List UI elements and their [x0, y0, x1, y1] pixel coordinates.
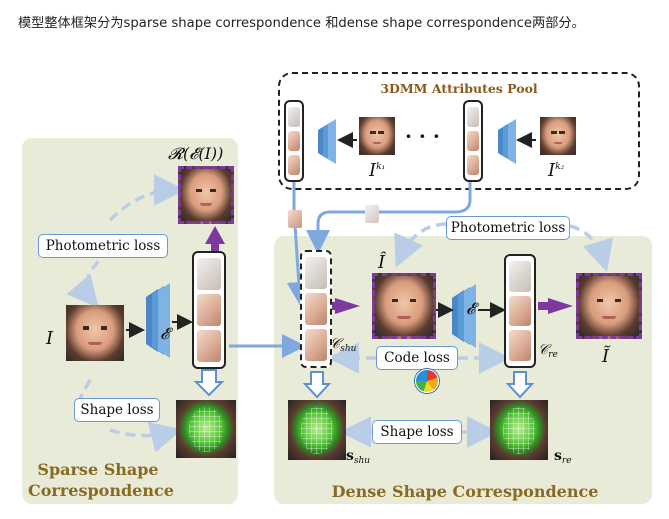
s-re-mesh — [490, 400, 548, 460]
pool-encoder-1-icon — [318, 119, 336, 164]
sparse-photometric-loss: Photometric loss — [38, 234, 168, 258]
c-re-label: 𝒞re — [538, 342, 558, 360]
i-hat-label: Î — [378, 252, 386, 273]
recon-code-stack — [504, 254, 536, 368]
shuffled-code-stack — [300, 250, 332, 368]
transit-thumb-2 — [365, 205, 379, 223]
s-re-label: sre — [554, 448, 572, 466]
s-shu-label: sshu — [346, 448, 371, 466]
pool-dots: · · · — [405, 124, 440, 148]
dense-title: Dense Shape Correspondence — [331, 482, 599, 501]
c-shu-label: 𝒞shu — [330, 336, 357, 354]
sparse-encoder-icon — [146, 283, 170, 358]
i-tilde-face — [576, 273, 642, 339]
dense-left-down-arrow-icon — [302, 371, 332, 399]
dense-encoder-icon — [452, 284, 476, 348]
pool-face-1 — [359, 117, 395, 155]
pool-stack-2 — [463, 100, 483, 182]
i-hat-face — [372, 273, 436, 339]
dense-photometric-loss: Photometric loss — [446, 216, 570, 240]
sparse-encoder-label: 𝓔 — [160, 324, 170, 343]
color-wheel-icon — [415, 369, 439, 393]
figure-caption: 模型整体框架分为sparse shape correspondence 和den… — [18, 16, 585, 31]
dense-shape-loss: Shape loss — [372, 420, 462, 444]
rendered-face — [178, 166, 234, 224]
label-ik1: Ik₁ — [369, 160, 386, 181]
sparse-landmark-face — [176, 400, 236, 458]
input-label: I — [46, 328, 54, 349]
i-tilde-label: Ĩ — [602, 346, 610, 367]
render-label: 𝓡(𝓔(I)) — [168, 144, 224, 163]
dense-encoder-label: 𝓔 — [466, 299, 476, 318]
pool-stack-1 — [284, 100, 304, 182]
sparse-shape-loss: Shape loss — [74, 398, 160, 422]
label-ik2: Ik₂ — [548, 160, 565, 181]
pool-title: 3DMM Attributes Pool — [380, 81, 538, 96]
sparse-code-stack — [192, 251, 226, 369]
s-shu-mesh — [288, 400, 346, 460]
dense-right-down-arrow-icon — [505, 371, 535, 399]
pool-face-2 — [540, 117, 576, 155]
pool-encoder-2-icon — [498, 119, 516, 164]
transit-thumb-1 — [288, 210, 302, 228]
input-face — [66, 305, 124, 361]
attributes-pool: 3DMM Attributes Pool — [278, 72, 640, 190]
sparse-down-arrow-icon — [193, 369, 225, 397]
code-loss: Code loss — [376, 346, 458, 370]
